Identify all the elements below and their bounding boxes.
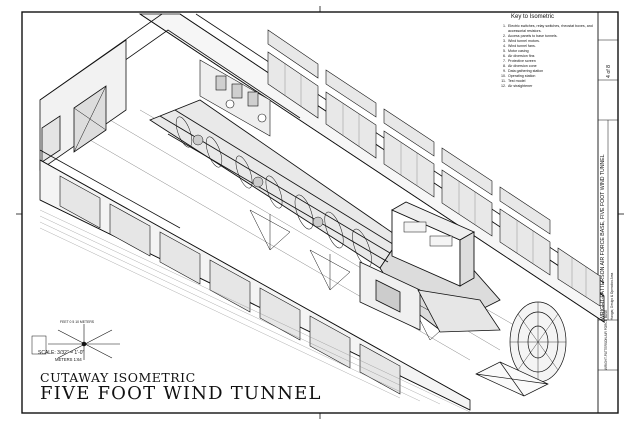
equipment-room [199,59,271,137]
test-chamber [359,261,501,333]
rear-wall-window-mullions [284,63,587,297]
key-list: Electric switches, relay switches, rheos… [497,24,595,89]
rear-wall-windows [267,29,601,307]
key-item: Air diversion fins [507,54,595,59]
drawing-title-line2: FIVE FOOT WIND TUNNEL [40,383,322,404]
title-block-lines [598,39,618,371]
key-item: Test model [507,79,595,84]
key-legend: Key to Isometric Electric switches, rela… [497,14,595,89]
small-legend-box [31,335,47,355]
operating-station [391,201,475,287]
front-wall-windows [59,175,401,395]
key-item: Air diversion cone [507,64,595,69]
key-item: Access panels to base tunnels. [507,34,595,39]
front-wall-brick-band [39,209,471,413]
tunnel-fans [192,134,324,228]
title-block-small: WRIGHT-PATTERSON AIR FORCE BASE [604,309,608,370]
key-item: Air straightener [507,84,595,89]
sheet-number: 4 of 8 [606,65,612,78]
air-straightener [475,301,567,397]
key-item: Wind tunnel fans. [507,44,595,49]
scale-meters: METERS 1:64 [55,357,82,362]
key-item: Motor casing [507,49,595,54]
drawing-title-line1: CUTAWAY ISOMETRIC [40,370,196,385]
key-item: Electric switches, relay switches, rheos… [507,24,595,34]
title-block-main: WRIGHT-PATTERSON AIR FORCE BASE, FIVE FO… [600,154,606,320]
left-building-end [39,39,127,171]
scale-compass [48,324,120,360]
scale-caption: SCALE: 3/32" = 1'-0" [38,350,85,356]
key-item: Wind tunnel motors. [507,39,595,44]
key-item: Operating station [507,74,595,79]
key-item: Data gathering station [507,69,595,74]
title-block-sub: Hangar, Design & Operation Area [610,272,614,320]
key-title: Key to Isometric [511,14,555,20]
key-item: Protective screen [507,59,595,64]
scale-top-label: FEET 0 5 10 METERS [60,320,95,324]
